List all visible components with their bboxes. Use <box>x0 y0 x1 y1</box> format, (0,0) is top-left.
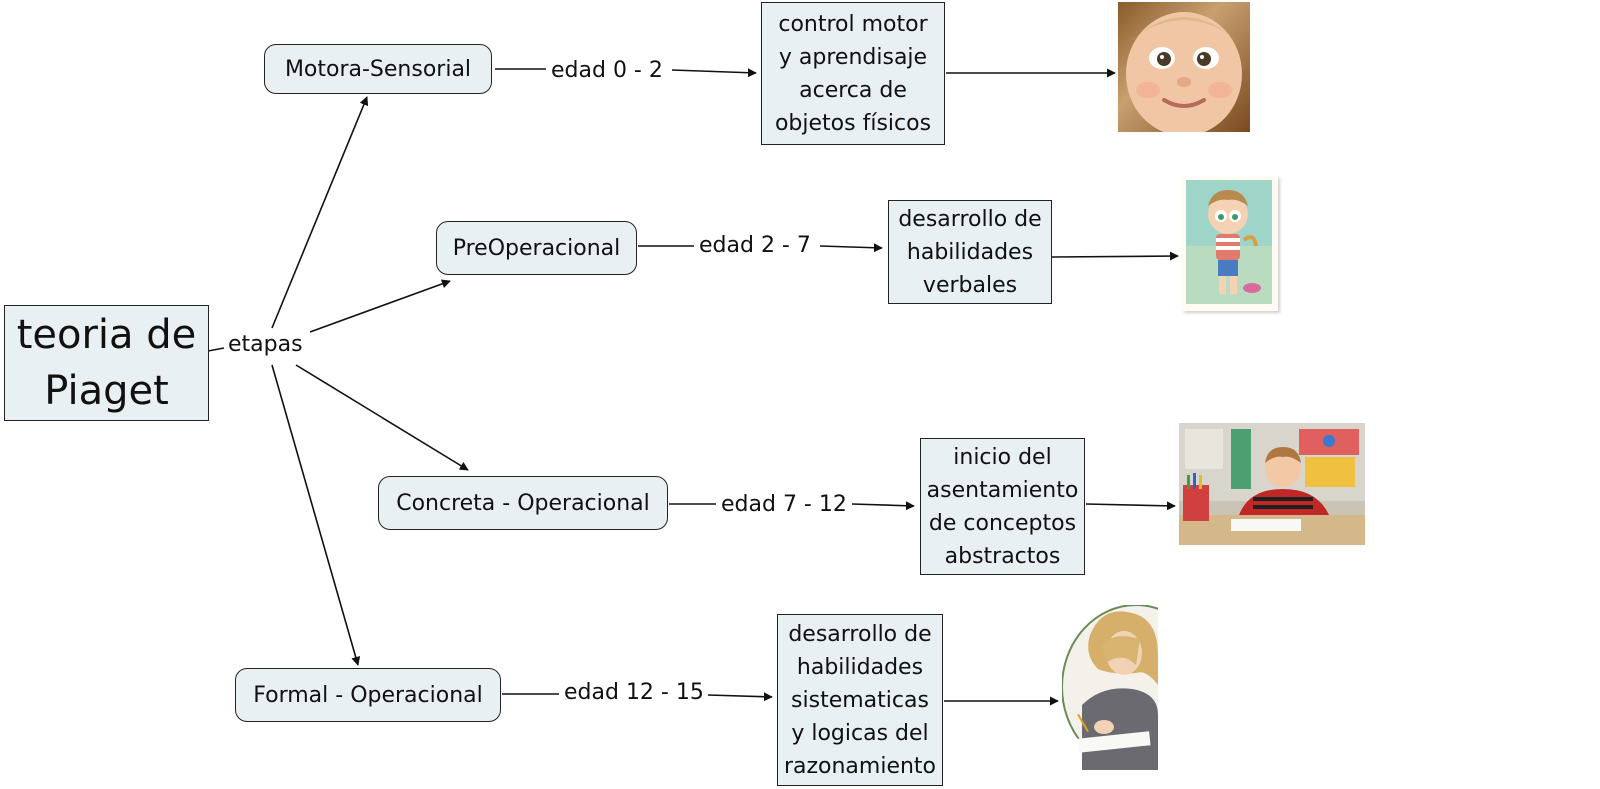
description-text-formal: desarrollo de habilidades sistematicas y… <box>783 621 937 779</box>
cartoon-boy-illustration <box>1182 176 1278 311</box>
description-node-motora: control motor y aprendisaje acerca de ob… <box>761 2 945 145</box>
arrow-etapas-motora <box>271 96 369 329</box>
stage-label-formal: Formal - Operacional <box>253 682 483 708</box>
stage-node-preop: PreOperacional <box>436 221 637 275</box>
stage-label-preop: PreOperacional <box>452 235 621 261</box>
age-label-concreta: edad 7 - 12 <box>719 492 849 518</box>
root-node-piaget-theory: teoria de Piaget <box>4 305 209 421</box>
arrow-preop-age-desc <box>819 243 883 253</box>
girl-studying-photo <box>1062 605 1158 770</box>
arrow-concreta-age-desc <box>851 501 915 511</box>
stage-node-motora: Motora-Sensorial <box>264 44 492 94</box>
arrow-concreta-desc-image <box>1085 501 1176 511</box>
stage-node-concreta: Concreta - Operacional <box>378 476 668 530</box>
description-node-formal: desarrollo de habilidades sistematicas y… <box>777 614 943 786</box>
link-label-etapas: etapas <box>226 332 305 358</box>
baby-face-photo <box>1118 2 1250 132</box>
description-node-concreta: inicio del asentamiento de conceptos abs… <box>920 438 1085 575</box>
description-text-preop: desarrollo de habilidades verbales <box>898 206 1042 298</box>
stage-label-concreta: Concreta - Operacional <box>396 490 650 516</box>
arrow-motora-age-desc <box>671 68 757 78</box>
stage-node-formal: Formal - Operacional <box>235 668 501 722</box>
root-node-label: teoria de Piaget <box>16 312 197 414</box>
boy-drawing-at-desk-photo <box>1179 423 1365 545</box>
arrow-etapas-preop <box>309 279 451 333</box>
age-label-preop: edad 2 - 7 <box>697 233 813 259</box>
description-node-preop: desarrollo de habilidades verbales <box>888 200 1052 304</box>
description-text-motora: control motor y aprendisaje acerca de ob… <box>774 11 932 136</box>
connector-root-etapas <box>207 347 225 352</box>
arrow-preop-desc-image <box>1051 251 1179 261</box>
arrow-etapas-formal <box>271 364 361 666</box>
arrow-etapas-concreta <box>295 364 469 471</box>
description-text-concreta: inicio del asentamiento de conceptos abs… <box>926 444 1079 569</box>
stage-label-motora: Motora-Sensorial <box>284 56 472 82</box>
age-label-formal: edad 12 - 15 <box>562 680 706 706</box>
arrow-formal-age-desc <box>707 692 773 702</box>
age-label-motora: edad 0 - 2 <box>549 58 665 84</box>
